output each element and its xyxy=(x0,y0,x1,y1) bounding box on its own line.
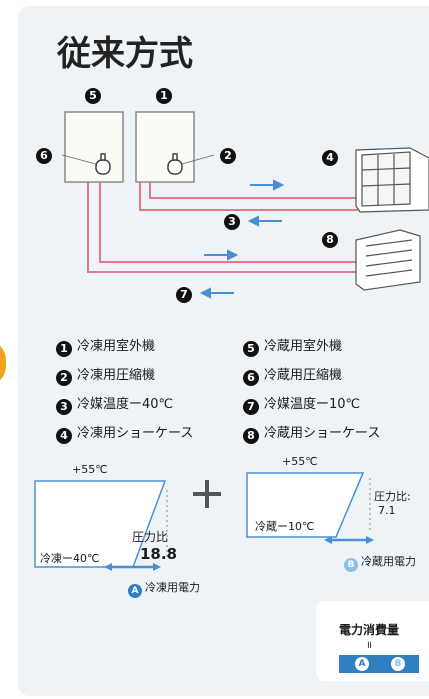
pipe-fridge-return xyxy=(87,180,366,273)
badge-1: 1 xyxy=(156,86,177,104)
fridge-top-temp: +55℃ xyxy=(282,455,318,468)
freezer-ratio-label: 圧力比 xyxy=(132,530,169,544)
freezer-top-temp: +55℃ xyxy=(72,463,108,476)
freezer-cycle-chart xyxy=(34,480,168,571)
power-bar-b: B xyxy=(391,657,405,671)
badge-4: 4 xyxy=(322,148,343,166)
fridge-outdoor-unit xyxy=(64,111,124,183)
power-bar-a: A xyxy=(355,657,369,671)
freezer-compressor-icon xyxy=(167,159,183,175)
fridge-compressor-icon xyxy=(95,159,111,175)
badge-8: 8 xyxy=(322,230,343,248)
badge-5: 5 xyxy=(85,86,106,104)
badge-3: 3 xyxy=(224,212,245,230)
power-consumption-box: 電力消費量 ॥ A B xyxy=(316,601,429,681)
fridge-bottom-label: 冷蔵ー10℃ xyxy=(255,520,315,533)
power-box-title: 電力消費量 xyxy=(339,623,400,637)
pipe-fridge-supply xyxy=(99,180,366,263)
badge-6: 6 xyxy=(36,146,57,164)
badge-2: 2 xyxy=(220,146,241,164)
fridge-showcase-icon xyxy=(355,229,421,291)
freezer-ratio-value: 18.8 xyxy=(140,545,178,563)
freezer-bottom-label: 冷凍ー40℃ xyxy=(40,552,100,565)
orange-tab-marker xyxy=(0,340,6,386)
fridge-cycle-chart xyxy=(246,472,374,544)
fridge-ratio-label: 圧力比: xyxy=(374,490,411,503)
power-box-equals: ॥ xyxy=(366,640,372,651)
fridge-ratio-value: 7.1 xyxy=(378,504,396,517)
plus-sign xyxy=(193,480,221,508)
badge-7: 7 xyxy=(176,285,197,303)
pipe-freezer-return xyxy=(139,180,366,211)
page-title: 従来方式 xyxy=(57,34,193,74)
power-bar: A B xyxy=(339,655,419,673)
freezer-showcase-icon xyxy=(355,147,429,213)
freezer-outdoor-unit xyxy=(135,111,195,183)
pipe-freezer-supply xyxy=(149,180,366,199)
